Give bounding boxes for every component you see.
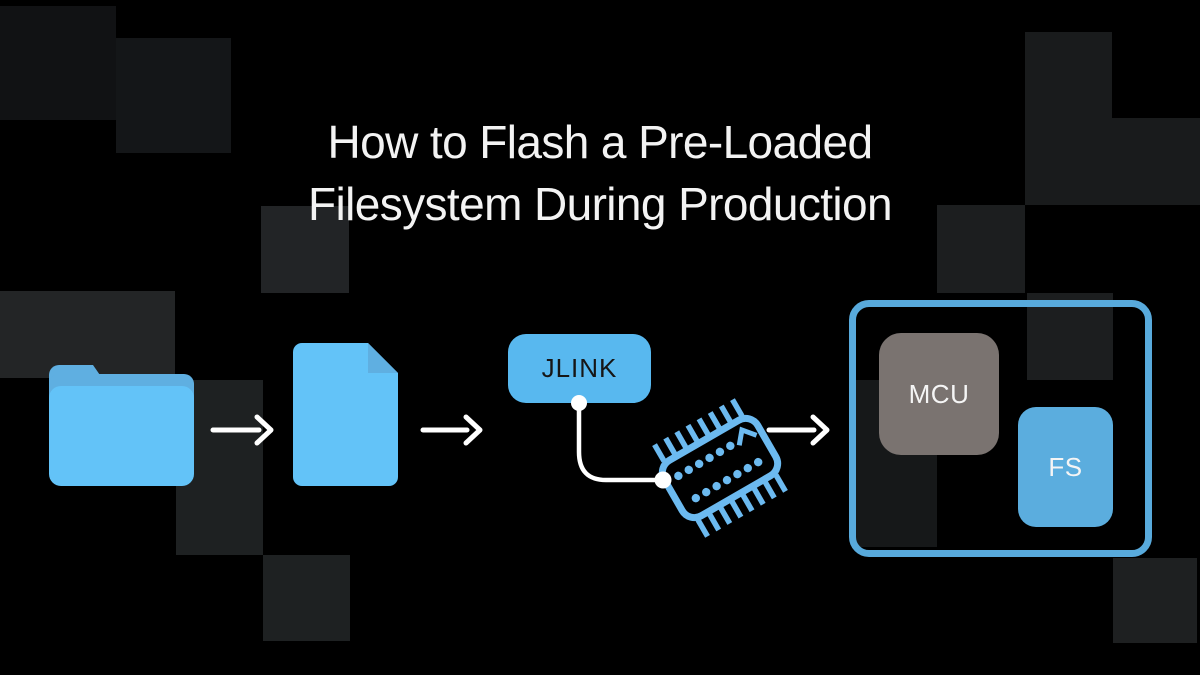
mcu-block: MCU <box>879 333 999 455</box>
mcu-label: MCU <box>908 378 970 409</box>
background-square <box>937 205 1025 293</box>
background-square <box>0 291 175 378</box>
file-icon <box>293 343 398 486</box>
background-square <box>1025 32 1112 205</box>
file-fold-corner <box>368 343 398 373</box>
title-line-1: How to Flash a Pre-Loaded <box>327 116 874 168</box>
title-line-2: Filesystem During Production <box>308 178 893 230</box>
fs-block: FS <box>1018 407 1113 527</box>
jlink-probe-box: JLINK <box>508 334 651 403</box>
background-square <box>0 6 116 120</box>
folder-icon <box>49 365 194 486</box>
background-square <box>1113 558 1197 643</box>
page-title: How to Flash a Pre-Loaded Filesystem Dur… <box>0 111 1200 235</box>
jlink-label: JLINK <box>541 353 618 383</box>
background-square <box>261 206 349 293</box>
folder-body <box>49 386 194 486</box>
device-board: MCU FS <box>849 300 1152 557</box>
background-square <box>116 38 231 153</box>
fs-label: FS <box>1048 451 1083 482</box>
background-square <box>263 555 350 641</box>
background-square <box>1027 293 1113 380</box>
background-square <box>1112 118 1200 205</box>
